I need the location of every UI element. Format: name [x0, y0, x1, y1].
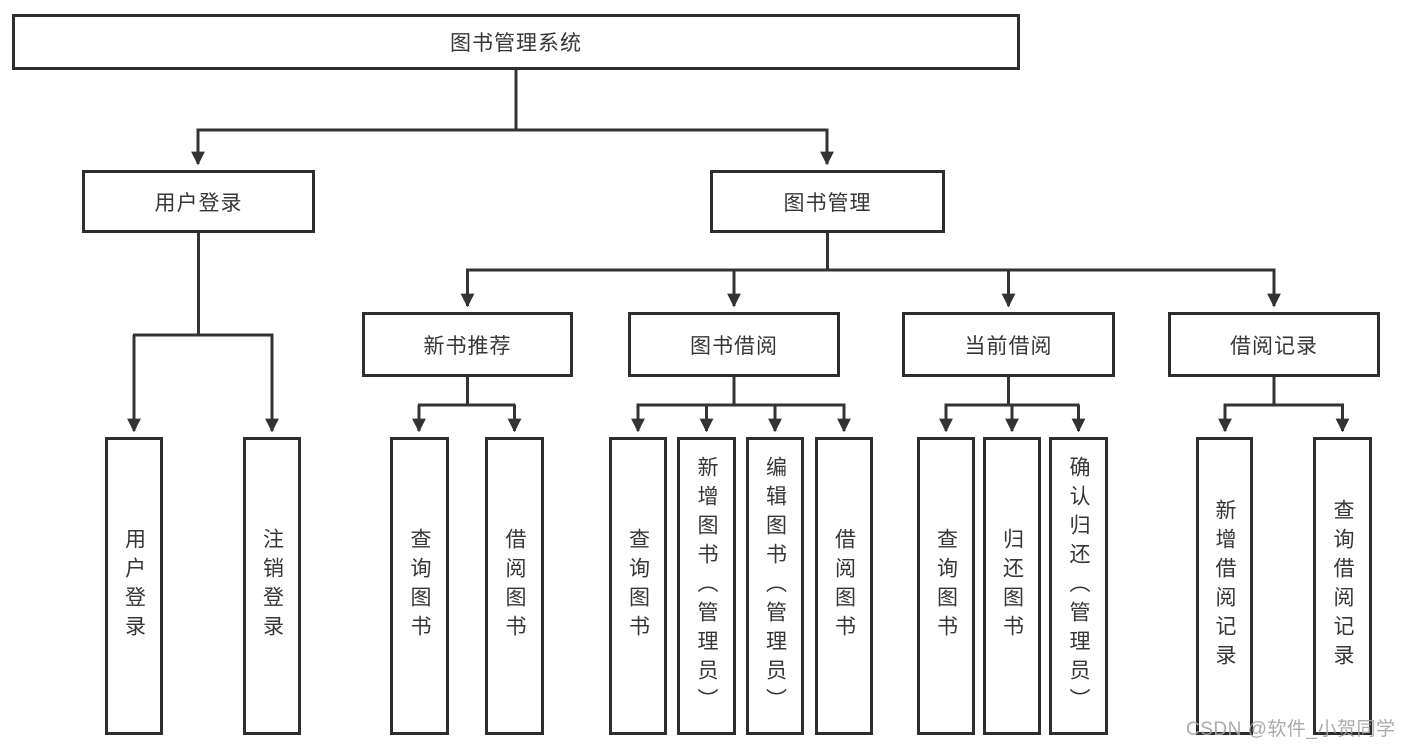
leaf-nb-borrow-books: 借阅图书	[485, 437, 544, 735]
node-book-borrow: 图书借阅	[628, 312, 840, 377]
leaf-logout: 注销登录	[243, 437, 301, 735]
leaf-bb-query-books: 查询图书	[609, 437, 667, 735]
leaf-cb-confirm-return-admin: 确认归还（管理员）	[1049, 437, 1108, 735]
leaf-cb-query-books: 查询图书	[917, 437, 975, 735]
node-new-book-recommend: 新书推荐	[362, 312, 573, 377]
leaf-bb-edit-books-admin: 编辑图书（管理员）	[746, 437, 804, 735]
node-borrow-records: 借阅记录	[1168, 312, 1380, 377]
leaf-nb-query-books: 查询图书	[390, 437, 449, 735]
node-library-system: 图书管理系统	[12, 14, 1020, 70]
csdn-watermark: CSDN @软件_小贺同学	[1186, 719, 1396, 740]
connector-trunks	[133, 70, 1344, 407]
leaf-bb-borrow-books: 借阅图书	[815, 437, 873, 735]
node-book-management: 图书管理	[710, 170, 945, 233]
leaf-br-add-record: 新增借阅记录	[1196, 437, 1253, 735]
leaf-user-login: 用户登录	[105, 437, 163, 735]
leaf-br-query-record: 查询借阅记录	[1313, 437, 1372, 735]
node-user-login: 用户登录	[82, 170, 315, 233]
leaf-bb-add-books-admin: 新增图书（管理员）	[677, 437, 736, 735]
node-current-borrow: 当前借阅	[902, 312, 1115, 377]
leaf-cb-return-books: 归还图书	[983, 437, 1041, 735]
